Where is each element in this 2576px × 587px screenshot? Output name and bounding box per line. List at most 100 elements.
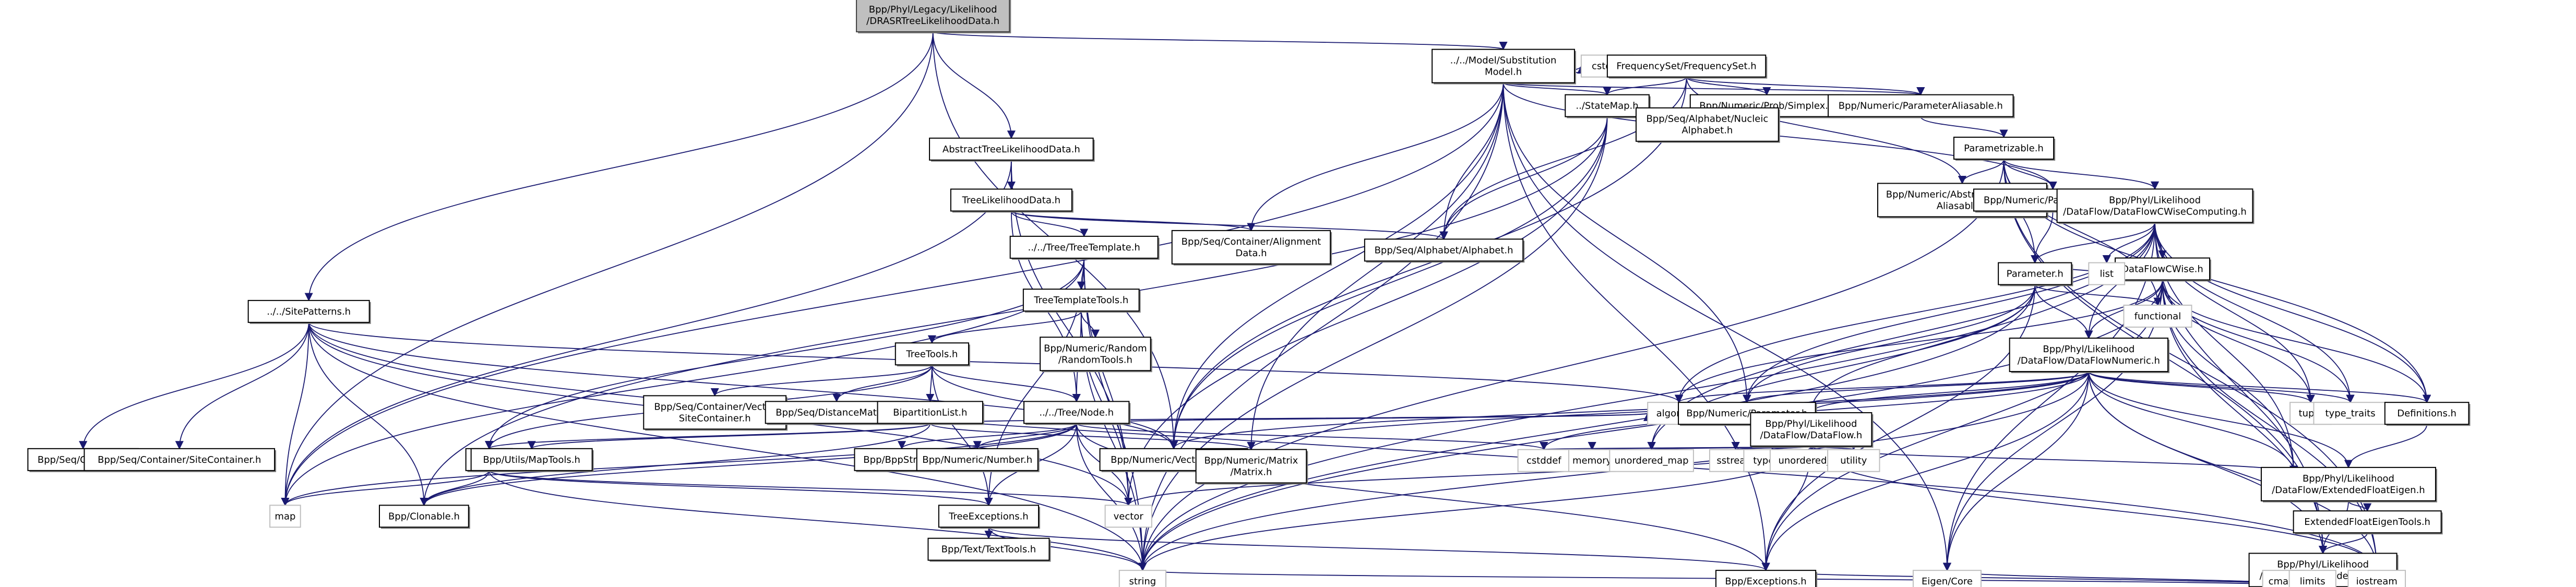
node-treelik[interactable]: TreeLikelihoodData.h <box>950 188 1074 213</box>
node-label: memory <box>1572 456 1612 466</box>
edge-tree-to-string <box>488 470 1147 571</box>
node-map: map <box>269 505 301 528</box>
node-box <box>1912 570 1982 587</box>
node-clonable[interactable]: Bpp/Clonable.h <box>379 505 470 529</box>
node-exceptions[interactable]: Bpp/Exceptions.h <box>1715 570 1818 587</box>
edge-statemap-to-vectortools <box>1169 116 1608 450</box>
edge-sitepatterns-to-clonable <box>308 322 428 506</box>
edge-dataflowcwise-to-typetraits <box>2162 280 2355 403</box>
edge-dataflownumeric-to-exceptions <box>1761 372 2090 571</box>
node-root[interactable]: Bpp/Phyl/Legacy/Likelihood/DRASRTreeLike… <box>856 0 1011 33</box>
node-frequencyset[interactable]: FrequencySet/FrequencySet.h <box>1606 54 1768 79</box>
node-treetemplate[interactable]: ../../Tree/TreeTemplate.h <box>1009 235 1160 260</box>
node-box <box>938 505 1040 528</box>
node-definitions[interactable]: Definitions.h <box>2384 402 2471 426</box>
node-box <box>1171 230 1331 265</box>
edge-tree-to-treeexceptions <box>488 470 993 506</box>
node-box <box>2347 570 2406 587</box>
edge-sitepatterns-to-map <box>281 322 309 506</box>
node-dataflowcwisecomputing[interactable]: Bpp/Phyl/Likelihood/DataFlow/DataFlowCWi… <box>2056 188 2255 224</box>
node-alphabet[interactable]: Bpp/Seq/Alphabet/Alphabet.h <box>1364 238 1525 263</box>
node-treetemplatetools[interactable]: TreeTemplateTools.h <box>1022 289 1141 313</box>
node-dataflownumeric[interactable]: Bpp/Phyl/Likelihood/DataFlow/DataFlowNum… <box>2009 338 2170 374</box>
node-bipartitionlist[interactable]: BipartitionList.h <box>877 401 984 425</box>
node-label: ../../Tree/Node.h <box>1039 407 1114 418</box>
edge-dataflownumeric-to-eigencore <box>1942 372 2090 571</box>
node-treeexceptions[interactable]: TreeExceptions.h <box>938 505 1041 529</box>
node-sitecontainer[interactable]: Bpp/Seq/Container/SiteContainer.h <box>84 448 277 472</box>
node-label: Bpp/Utils/MapTools.h <box>483 454 580 465</box>
node-paramaliasable[interactable]: Bpp/Numeric/ParameterAliasable.h <box>1828 94 2015 118</box>
node-eigencore: Eigen/Core <box>1912 570 1982 587</box>
node-randomtools[interactable]: Bpp/Numeric/Random/RandomTools.h <box>1040 337 1152 373</box>
edge-node-to-map <box>281 423 1077 506</box>
node-label: Bpp/Phyl/Likelihood <box>2303 473 2394 484</box>
edge-dataflowcwisecomputing-to-string <box>1138 222 2155 571</box>
edge-substmodel-to-exceptions <box>1502 82 1770 571</box>
node-number[interactable]: Bpp/Numeric/Number.h <box>916 448 1040 472</box>
node-treetools[interactable]: TreeTools.h <box>895 342 970 367</box>
edge-statemap-to-alphabet <box>1439 116 1608 240</box>
node-list: list <box>2088 262 2126 285</box>
node-box <box>1364 238 1524 262</box>
node-label: FrequencySet/FrequencySet.h <box>1616 61 1756 72</box>
edge-dataflownumeric-to-algorithm <box>1675 371 2090 403</box>
node-abstreelik[interactable]: AbstractTreeLikelihoodData.h <box>929 137 1095 162</box>
node-box <box>1998 262 2072 285</box>
edge-frequencyset-to-alphabet <box>1439 77 1687 240</box>
edge-node-to-string <box>1076 423 1147 571</box>
node-box <box>2293 510 2442 534</box>
edge-frequencyset-to-vectortools <box>1170 77 1687 450</box>
node-box <box>1118 570 1166 587</box>
node-box <box>84 448 276 471</box>
node-dataflowcwise[interactable]: DataFlowCWise.h <box>2114 257 2211 282</box>
node-label: Bpp/Seq/Alphabet/Nucleic <box>1646 114 1768 125</box>
node-label: TreeTools.h <box>905 349 958 360</box>
node-box <box>1568 449 1616 472</box>
edge-dataflownumeric-to-extendedfloateigen <box>2088 372 2353 469</box>
edge-parametrizable-to-abstractparamaliasable <box>1958 159 2005 185</box>
node-label: Parametrizable.h <box>1964 143 2044 154</box>
node-statemap[interactable]: ../StateMap.h <box>1565 94 1651 118</box>
node-distancematrix[interactable]: Bpp/Seq/DistanceMatrix.h <box>765 401 910 425</box>
node-label: Bpp/Phyl/Likelihood <box>2277 559 2369 570</box>
edge-substmodel-to-alignmentdata <box>1247 82 1504 232</box>
node-parametrizable[interactable]: Parametrizable.h <box>1953 136 2056 161</box>
edge-extendedfloateigentools-to-extendedfloat <box>2319 532 2368 555</box>
node-label: Bpp/Exceptions.h <box>1725 576 1806 587</box>
node-maptools[interactable]: Bpp/Utils/MapTools.h <box>470 448 594 472</box>
node-node[interactable]: ../../Tree/Node.h <box>1023 401 1131 425</box>
edge-substmodel-to-vectortools <box>1169 82 1504 450</box>
node-label: /DataFlow/DataFlow.h <box>1760 430 1863 441</box>
node-box <box>927 537 1050 561</box>
edge-parameterlist-to-parameter <box>2031 211 2054 264</box>
node-sitepatterns[interactable]: ../../SitePatterns.h <box>247 300 371 324</box>
node-extendedfloateigentools[interactable]: ExtendedFloatEigenTools.h <box>2293 510 2443 535</box>
node-texttools[interactable]: Bpp/Text/TextTools.h <box>927 537 1051 562</box>
edge-dataflowcwisecomputing-to-tuple <box>2154 222 2315 403</box>
edge-dataflownumeric-to-numparameter <box>1743 371 2090 403</box>
edge-node-to-number <box>973 423 1077 450</box>
node-label: unordered_map <box>1615 456 1689 466</box>
edge-abstreelik-to-map <box>281 160 1012 506</box>
edge-treelik-to-alignmentdata <box>1010 210 1256 232</box>
node-label: Bpp/Phyl/Likelihood <box>2109 195 2201 206</box>
node-parameter[interactable]: Parameter.h <box>1998 262 2073 286</box>
edge-substmodel-to-statemap <box>1502 82 1612 96</box>
edge-dataflowcwise-to-exceptions <box>1761 280 2163 571</box>
node-label: functional <box>2134 311 2181 322</box>
edge-statemap-to-clonable <box>420 116 1608 506</box>
node-extendedfloateigen[interactable]: Bpp/Phyl/Likelihood/DataFlow/ExtendedFlo… <box>2260 466 2437 502</box>
edge-treetools-to-node <box>931 365 1081 403</box>
node-matrix[interactable]: Bpp/Numeric/Matrix/Matrix.h <box>1195 449 1308 485</box>
node-label: DataFlowCWise.h <box>2121 263 2203 274</box>
node-dataflow[interactable]: Bpp/Phyl/Likelihood/DataFlow/DataFlow.h <box>1750 412 1874 448</box>
node-box <box>2384 402 2470 425</box>
edge-node-to-clonable <box>420 423 1077 506</box>
